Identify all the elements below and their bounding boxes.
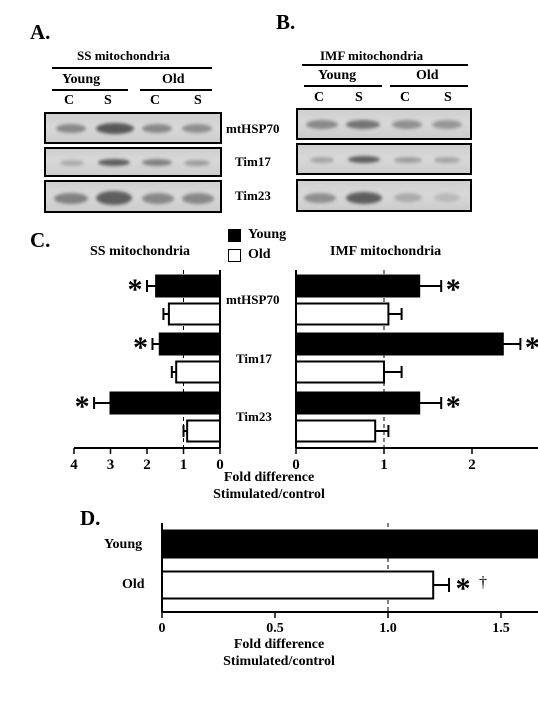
ss-xtick-label: 2 (143, 457, 151, 473)
ss-lane-s-old: S (194, 93, 202, 108)
ss-xtick-label: 3 (107, 457, 115, 473)
imf-blot-mthsp70 (296, 108, 472, 140)
imf-bar-young-tim23 (295, 391, 421, 415)
c-category-tim23: Tim23 (236, 409, 272, 424)
ss-bar-old-tim17 (175, 360, 221, 384)
ss-lane-c-young: C (64, 93, 75, 108)
d-significance-star: * (456, 572, 471, 605)
panel-d-letter: D. (80, 506, 101, 530)
c-ss-title: SS mitochondria (90, 244, 190, 259)
imf-xtick-label: 1 (380, 457, 388, 473)
ss-significance-star: * (128, 273, 143, 306)
imf-lane-s-young: S (355, 90, 363, 105)
ss-significance-star: * (75, 390, 90, 423)
chart-d: 00.51.01.52.0**† (159, 523, 538, 636)
imf-title-rule (302, 64, 468, 66)
imf-xtick-label: 2 (468, 457, 476, 473)
d-dagger-mark: † (479, 574, 487, 591)
imf-old-rule (390, 85, 468, 87)
c-imf-title: IMF mitochondria (330, 244, 442, 259)
imf-young-rule (304, 85, 382, 87)
ss-xtick-label: 0 (216, 457, 224, 473)
imf-significance-star: * (446, 390, 461, 423)
legend-old-label: Old (248, 247, 271, 262)
ss-significance-star: * (133, 331, 148, 364)
d-xtick-label: 0.5 (266, 621, 284, 636)
imf-significance-star: * (446, 273, 461, 306)
legend-young-label: Young (248, 227, 287, 242)
c-category-mthsp70: mtHSP70 (226, 292, 280, 307)
ss-blot-tim23 (44, 180, 222, 213)
imf-blot-tim17 (296, 143, 472, 175)
ss-bar-young-tim23 (109, 391, 221, 415)
panel-c-letter: C. (30, 228, 51, 252)
d-xlabel-line2: Stimulated/control (223, 654, 335, 669)
imf-bar-young-tim17 (295, 332, 504, 356)
d-label-young: Young (104, 537, 143, 552)
imf-xtick-label: 0 (292, 457, 300, 473)
ss-bar-old-tim23 (186, 419, 221, 443)
ss-bar-young-mthsp70 (155, 274, 221, 298)
c-xlabel-line2: Stimulated/control (213, 487, 325, 502)
ss-title-rule (52, 67, 212, 69)
protein-label-mthsp70: mtHSP70 (226, 121, 280, 136)
ss-old-rule (140, 89, 212, 91)
ss-xtick-label: 4 (70, 457, 78, 473)
imf-bar-young-mthsp70 (295, 274, 421, 298)
chart-ss: 0 1 2 3 4 * * * (70, 270, 224, 473)
imf-lane-c-young: C (314, 90, 325, 105)
imf-blot-title: IMF mitochondria (320, 48, 424, 63)
panel-a-letter: A. (30, 20, 51, 44)
ss-lane-c-old: C (150, 93, 161, 108)
panel-b-letter: B. (276, 10, 296, 34)
d-bar-old (161, 570, 435, 600)
legend-young-swatch (228, 229, 241, 242)
d-label-old: Old (122, 577, 145, 592)
imf-bar-old-mthsp70 (295, 302, 390, 326)
imf-bar-old-tim23 (295, 419, 377, 443)
d-bar-young (161, 529, 538, 559)
legend-old-swatch (228, 249, 241, 262)
imf-blot-tim23 (296, 179, 472, 212)
imf-bar-old-tim17 (295, 360, 385, 384)
imf-lane-c-old: C (400, 90, 411, 105)
ss-bar-old-mthsp70 (167, 302, 221, 326)
d-xtick-label: 0 (159, 621, 166, 636)
protein-label-tim17: Tim17 (235, 154, 271, 169)
c-category-tim17: Tim17 (236, 351, 272, 366)
imf-old-label: Old (416, 68, 439, 83)
c-xlabel-line1: Fold difference (223, 470, 315, 485)
ss-old-label: Old (162, 72, 185, 87)
ss-blot-title: SS mitochondria (77, 48, 170, 63)
imf-significance-star: * (525, 331, 538, 364)
d-xlabel-line1: Fold difference (233, 637, 325, 652)
ss-xtick-label: 1 (180, 457, 188, 473)
ss-blot-mthsp70 (44, 112, 222, 144)
ss-young-rule (52, 89, 128, 91)
imf-young-label: Young (318, 68, 357, 83)
d-xtick-label: 1.0 (379, 621, 397, 636)
imf-lane-s-old: S (444, 90, 452, 105)
ss-lane-s-young: S (104, 93, 112, 108)
ss-blot-tim17 (44, 147, 222, 177)
protein-label-tim23: Tim23 (235, 188, 271, 203)
d-xtick-label: 1.5 (492, 621, 510, 636)
ss-young-label: Young (62, 72, 101, 87)
ss-bar-young-tim17 (158, 332, 221, 356)
